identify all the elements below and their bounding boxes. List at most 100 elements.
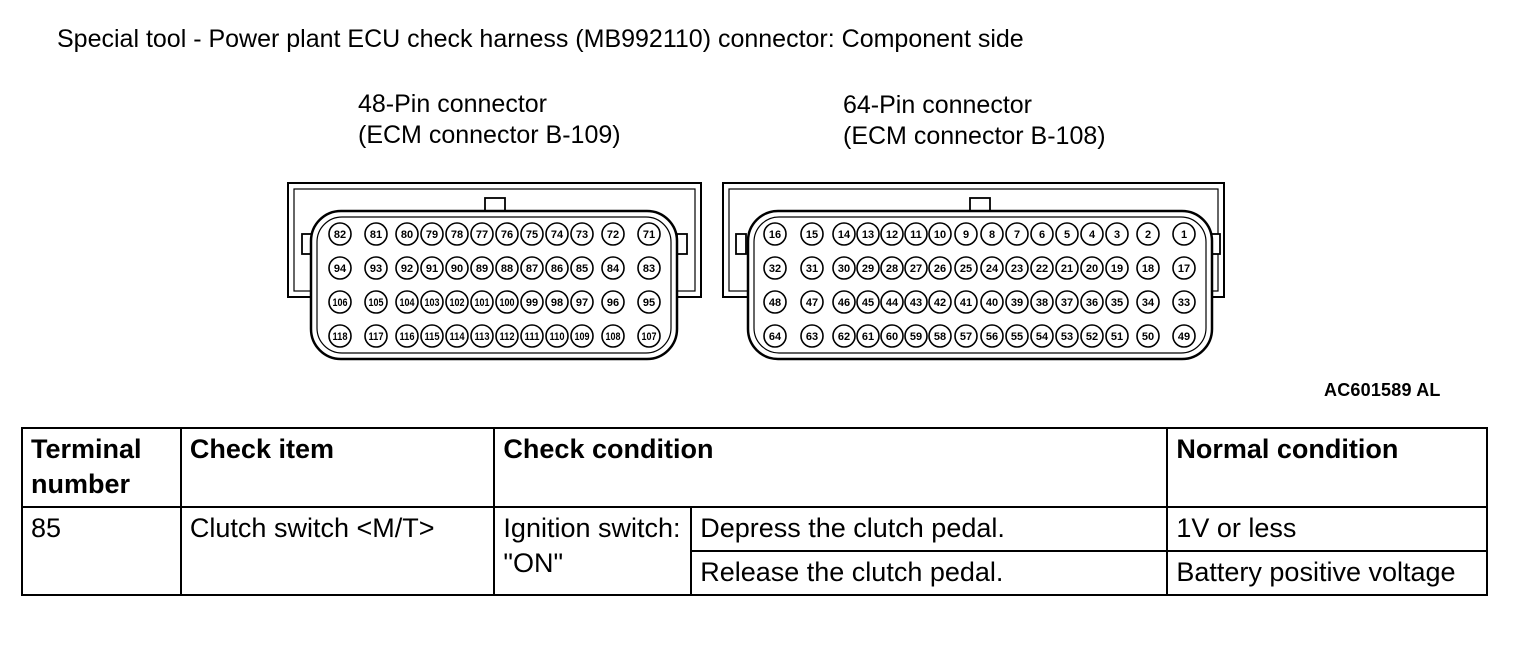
pin-38-circle (1030, 290, 1054, 314)
pin-40-circle (980, 290, 1004, 314)
pin-2-label: 2 (1145, 229, 1151, 241)
pin-3-label: 3 (1114, 229, 1120, 241)
pin-100-label: 100 (500, 297, 515, 309)
page-title: Special tool - Power plant ECU check har… (57, 25, 1024, 53)
connector-48-label: 48-Pin connector (ECM connector B-109) (358, 89, 621, 151)
pin-76-circle (495, 222, 519, 246)
pin-6-label: 6 (1039, 229, 1045, 241)
pin-83-circle (637, 256, 661, 280)
pin-78-circle (445, 222, 469, 246)
pin-117-label: 117 (369, 331, 384, 343)
pin-54-label: 54 (1036, 331, 1049, 343)
pin-22-label: 22 (1036, 263, 1048, 275)
pin-71-circle (637, 222, 661, 246)
pin-49-label: 49 (1178, 331, 1190, 343)
pin-31-label: 31 (806, 263, 818, 275)
header-normal-condition: Normal condition (1166, 427, 1488, 508)
pin-89-label: 89 (476, 263, 488, 275)
pin-72-label: 72 (607, 229, 619, 241)
pin-59-circle (904, 324, 928, 348)
pin-86-label: 86 (551, 263, 563, 275)
pin-1-label: 1 (1181, 229, 1187, 241)
pin-29-circle (856, 256, 880, 280)
pin-49-circle (1172, 324, 1196, 348)
pin-55-label: 55 (1011, 331, 1023, 343)
pin-41-label: 41 (960, 297, 972, 309)
pin-105-circle (364, 290, 388, 314)
pin-62-circle (832, 324, 856, 348)
pin-54-circle (1030, 324, 1054, 348)
pin-16-circle (763, 222, 787, 246)
pin-108-label: 108 (606, 331, 621, 343)
pin-44-circle (880, 290, 904, 314)
pin-18-circle (1136, 256, 1160, 280)
pin-116-label: 116 (400, 331, 415, 343)
pin-28-circle (880, 256, 904, 280)
pin-52-circle (1080, 324, 1104, 348)
pin-51-circle (1105, 324, 1129, 348)
pin-27-label: 27 (910, 263, 922, 275)
pin-118-label: 118 (333, 331, 348, 343)
pin-35-circle (1105, 290, 1129, 314)
pin-100-circle (495, 290, 519, 314)
pin-80-circle (395, 222, 419, 246)
cell-condition-group: Ignition switch: "ON" (493, 506, 693, 596)
pin-34-circle (1136, 290, 1160, 314)
pin-81-label: 81 (370, 229, 382, 241)
pin-23-label: 23 (1011, 263, 1023, 275)
pin-37-circle (1055, 290, 1079, 314)
pin-118-circle (328, 324, 352, 348)
pin-58-label: 58 (934, 331, 946, 343)
pin-25-label: 25 (960, 263, 972, 275)
pin-8-label: 8 (989, 229, 995, 241)
pin-48-circle (763, 290, 787, 314)
pin-39-label: 39 (1011, 297, 1023, 309)
pin-35-label: 35 (1111, 297, 1123, 309)
pin-95-circle (637, 290, 661, 314)
pin-61-label: 61 (862, 331, 874, 343)
pin-114-label: 114 (450, 331, 466, 343)
cell-check-item: Clutch switch <M/T> (179, 506, 496, 596)
pin-56-circle (980, 324, 1004, 348)
pin-38-label: 38 (1036, 297, 1048, 309)
pin-50-circle (1136, 324, 1160, 348)
pin-111-label: 111 (525, 331, 540, 343)
table-row: Release the clutch pedal. Battery positi… (22, 550, 1488, 596)
pin-6-circle (1030, 222, 1054, 246)
cell-terminal: 85 (21, 506, 182, 596)
pin-74-circle (545, 222, 569, 246)
pin-64-label: 64 (769, 331, 782, 343)
pin-108-circle (601, 324, 625, 348)
pin-51-label: 51 (1111, 331, 1123, 343)
pin-17-label: 17 (1178, 263, 1190, 275)
pin-26-label: 26 (934, 263, 946, 275)
pin-89-circle (470, 256, 494, 280)
pin-72-circle (601, 222, 625, 246)
pin-30-circle (832, 256, 856, 280)
pin-25-circle (954, 256, 978, 280)
pin-83-label: 83 (643, 263, 655, 275)
pin-56-label: 56 (986, 331, 998, 343)
pin-48-label: 48 (769, 297, 781, 309)
pin-9-label: 9 (963, 229, 969, 241)
pin-104-label: 104 (400, 297, 416, 309)
pin-97-circle (570, 290, 594, 314)
pin-46-label: 46 (838, 297, 850, 309)
pin-52-label: 52 (1086, 331, 1098, 343)
pin-32-circle (763, 256, 787, 280)
pin-57-label: 57 (960, 331, 972, 343)
pin-3-circle (1105, 222, 1129, 246)
cell-condition: Depress the clutch pedal. (690, 506, 1169, 552)
pin-53-circle (1055, 324, 1079, 348)
pin-103-label: 103 (425, 297, 440, 309)
header-terminal-number: Terminal number (21, 427, 182, 508)
connector-64-label: 64-Pin connector (ECM connector B-108) (843, 90, 1106, 152)
pin-40-label: 40 (986, 297, 998, 309)
pin-24-label: 24 (986, 263, 999, 275)
pin-21-label: 21 (1061, 263, 1073, 275)
pin-22-circle (1030, 256, 1054, 280)
pin-15-label: 15 (806, 229, 818, 241)
pin-47-circle (800, 290, 824, 314)
pin-90-circle (445, 256, 469, 280)
pin-104-circle (395, 290, 419, 314)
